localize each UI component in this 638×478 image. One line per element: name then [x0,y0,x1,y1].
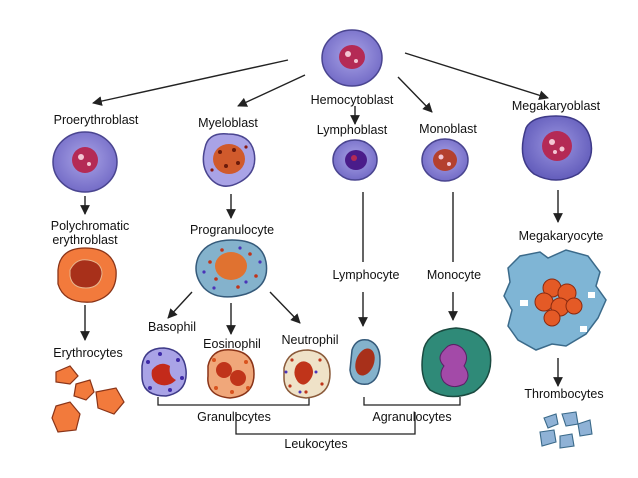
hemocytoblast-cell [321,29,383,87]
label-agranulocytes: Agranulocytes [372,410,451,424]
arrow-to-megakaryoblast [404,52,549,101]
label-thrombocytes: Thrombocytes [524,387,603,401]
arrow-to-basophil [167,291,193,319]
label-proerythroblast: Proerythroblast [54,113,139,127]
label-granulocytes: Granulocytes [197,410,271,424]
polychromatic-erythroblast-cell [57,247,117,303]
label-polychromatic-line1: Polychromatic [51,219,130,233]
label-megakaryoblast: Megakaryoblast [512,99,601,113]
label-basophil: Basophil [148,320,196,334]
bracket-agranulocytes [363,397,461,406]
lymphocyte-cell [349,338,381,385]
thrombocytes-cells [539,411,593,449]
label-monoblast: Monoblast [419,122,477,136]
label-hemocytoblast: Hemocytoblast [311,93,394,107]
label-leukocytes: Leukocytes [284,437,347,451]
arrow-to-monoblast [397,76,433,113]
label-progranulocyte: Progranulocyte [190,223,274,237]
megakaryocyte-cell [503,249,607,351]
labels: Hemocytoblast Proerythroblast Myeloblast… [51,93,604,451]
eosinophil-cell [207,349,255,399]
monocyte-cell [421,327,492,398]
bracket-granulocytes [157,397,310,406]
label-megakaryocyte: Megakaryocyte [519,229,604,243]
proerythroblast-cell [52,131,118,193]
label-polychromatic-line2: erythroblast [52,233,118,247]
lymphoblast-cell [332,139,378,181]
label-eosinophil: Eosinophil [203,337,261,351]
bracket-leukocytes [235,412,416,435]
label-lymphocyte: Lymphocyte [333,268,400,282]
arrow-to-neutrophil [269,291,301,324]
label-myeloblast: Myeloblast [198,116,258,130]
basophil-cell [141,347,187,397]
neutrophil-cell [283,349,331,399]
label-monocyte: Monocyte [427,268,481,282]
label-erythrocytes: Erythrocytes [53,346,122,360]
arrows [80,52,563,387]
arrow-to-myeloblast [237,74,306,107]
monoblast-cell [421,138,469,182]
erythrocytes-cells [51,365,125,433]
arrow-to-proerythroblast [92,59,289,106]
megakaryoblast-cell [521,115,593,181]
brackets [157,397,461,435]
label-lymphoblast: Lymphoblast [317,123,388,137]
progranulocyte-cell [195,239,268,298]
label-neutrophil: Neutrophil [282,333,339,347]
myeloblast-cell [202,133,256,187]
